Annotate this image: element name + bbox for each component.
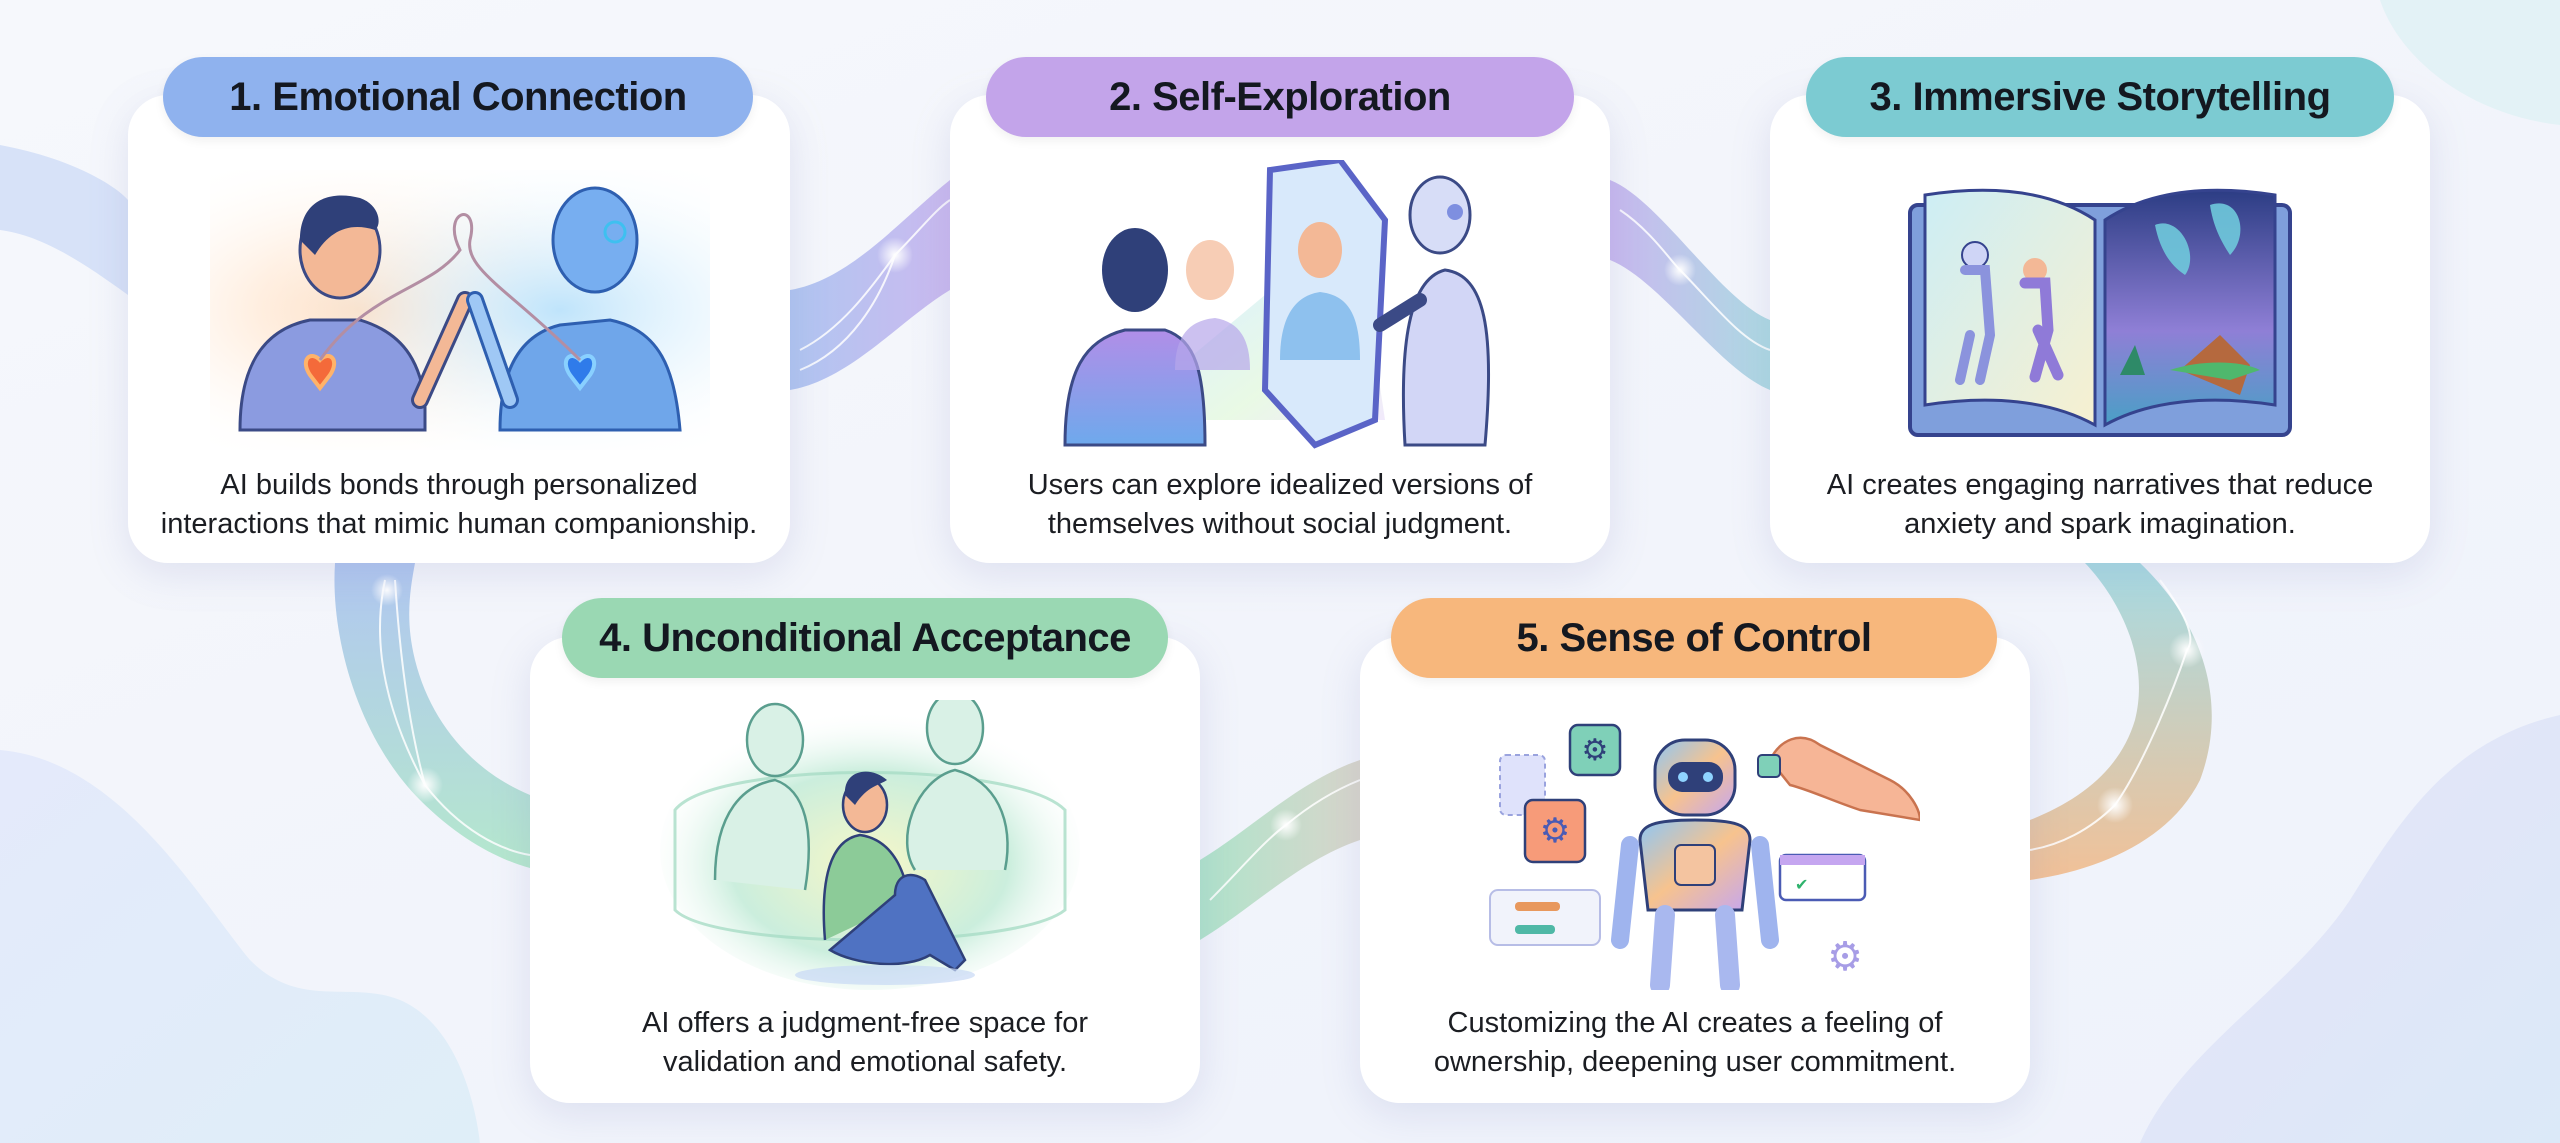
card-title: 1. Emotional Connection — [229, 74, 687, 119]
card-description: AI creates engaging narratives that redu… — [1826, 469, 2374, 540]
title-pill-emotional-connection: 1. Emotional Connection — [163, 57, 753, 137]
svg-text:⚙: ⚙ — [1827, 934, 1863, 980]
person-mirror-robot-icon — [1063, 160, 1491, 449]
card-description: Customizing the AI creates a feeling of … — [1433, 1007, 1957, 1078]
open-storybook-icon — [1908, 188, 2292, 437]
card-title: 2. Self-Exploration — [1109, 74, 1451, 119]
card-title: 4. Unconditional Acceptance — [599, 615, 1131, 660]
title-pill-immersive-storytelling: 3. Immersive Storytelling — [1806, 57, 2394, 137]
card-title: 3. Immersive Storytelling — [1869, 74, 2331, 119]
svg-text:⚙: ⚙ — [1582, 733, 1609, 768]
card-title: 5. Sense of Control — [1516, 615, 1873, 660]
card-description: AI builds bonds through personalized int… — [160, 469, 758, 540]
card-description: AI offers a judgment-free space for vali… — [642, 1007, 1088, 1078]
title-pill-unconditional-acceptance: 4. Unconditional Acceptance — [562, 598, 1168, 678]
supportive-figures-icon — [660, 700, 1080, 990]
svg-text:✔: ✔ — [1795, 875, 1808, 894]
person-and-robot-hearts-icon — [210, 170, 710, 450]
title-pill-sense-of-control: 5. Sense of Control — [1391, 598, 1997, 678]
customizable-robot-icon: ⚙ ⚙ ✔ ⚙ — [1489, 723, 1920, 990]
card-description: Users can explore idealized versions of … — [1027, 469, 1533, 540]
svg-text:⚙: ⚙ — [1540, 811, 1570, 851]
title-pill-self-exploration: 2. Self-Exploration — [986, 57, 1574, 137]
